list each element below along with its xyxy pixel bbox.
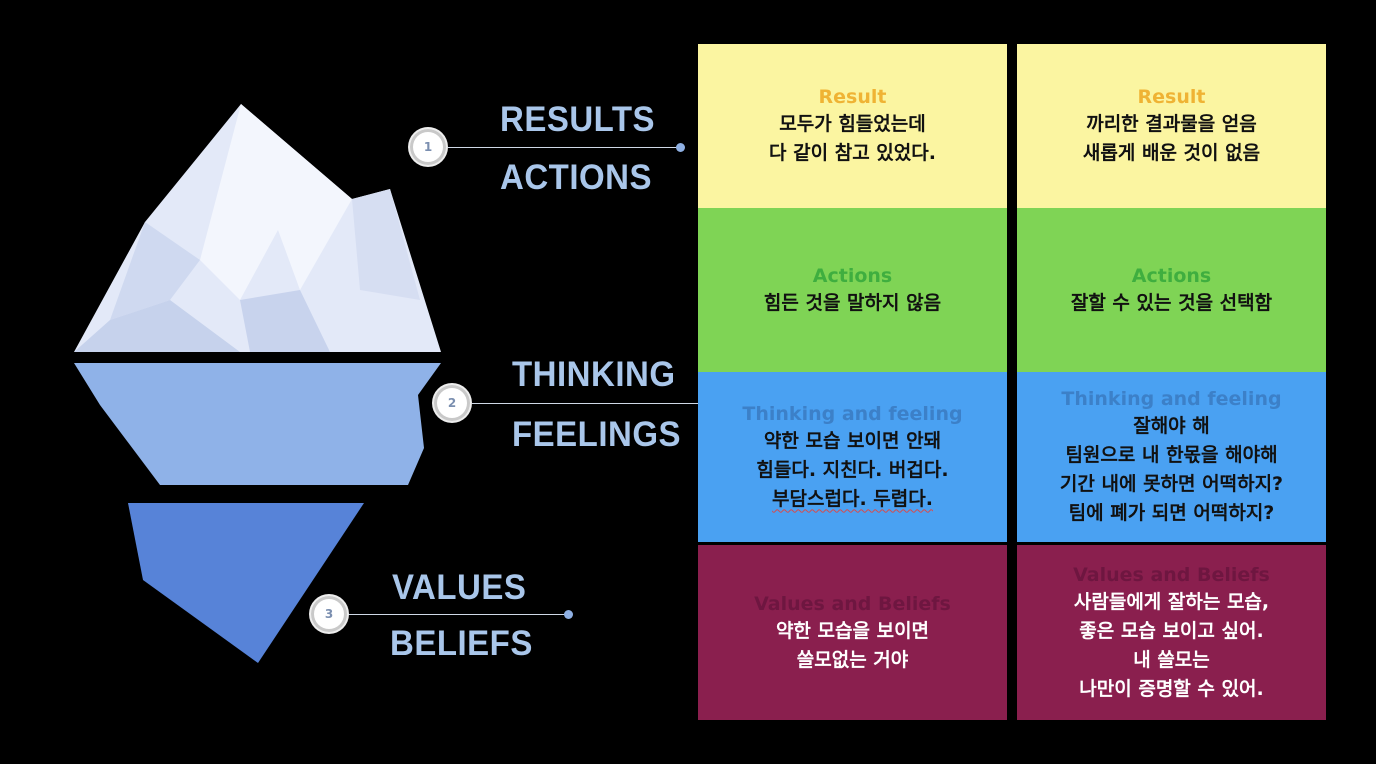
result-heading: Result	[818, 86, 887, 108]
actions-heading: Actions	[812, 264, 893, 287]
label-results: RESULTS	[500, 98, 656, 139]
connector-1	[448, 147, 680, 148]
thinking-line: 약한 모습 보이면 안돼	[763, 429, 942, 452]
values-line: 약한 모습을 보이면	[775, 619, 930, 642]
thinking-line: 팀에 폐가 되면 어떡하지?	[1068, 502, 1275, 524]
actions-cell: Actions 잘할 수 있는 것을 선택함	[1017, 208, 1326, 372]
label-feelings: FEELINGS	[512, 413, 682, 454]
result-cell: Result 모두가 힘들었는데 다 같이 참고 있었다.	[698, 44, 1007, 208]
thinking-line: 기간 내에 못하면 어떡하지?	[1059, 473, 1284, 495]
result-heading: Result	[1137, 86, 1206, 108]
result-line: 새롭게 배운 것이 없음	[1082, 142, 1261, 164]
label-thinking: THINKING	[512, 353, 676, 394]
actions-line: 힘든 것을 말하지 않음	[763, 291, 942, 314]
result-cell: Result 까리한 결과물을 얻음 새롭게 배운 것이 없음	[1017, 44, 1326, 208]
iceberg-illustration	[74, 104, 441, 663]
thinking-heading: Thinking and feeling	[1061, 388, 1282, 410]
marker-2: 2	[434, 385, 470, 421]
thinking-line: 팀원으로 내 한몫을 해야해	[1065, 444, 1278, 466]
label-actions: ACTIONS	[500, 156, 652, 197]
iceberg-bottom	[128, 503, 364, 663]
connector-3-endpoint	[564, 610, 573, 619]
result-line: 다 같이 참고 있었다.	[769, 142, 936, 164]
values-heading: Values and Beliefs	[754, 592, 951, 615]
marker-1: 1	[410, 129, 446, 165]
thinking-line: 부담스럽다. 두렵다.	[772, 487, 933, 510]
label-beliefs: BELIEFS	[390, 622, 533, 663]
values-cell: Values and Beliefs 약한 모습을 보이면 쓸모없는 거야	[698, 545, 1007, 720]
connector-3	[347, 614, 569, 615]
connector-1-endpoint	[676, 143, 685, 152]
result-line: 모두가 힘들었는데	[779, 113, 926, 135]
thinking-heading: Thinking and feeling	[742, 402, 963, 425]
actions-cell: Actions 힘든 것을 말하지 않음	[698, 208, 1007, 372]
thinking-line: 잘해야 해	[1133, 415, 1210, 437]
thinking-cell: Thinking and feeling 잘해야 해 팀원으로 내 한몫을 해야…	[1017, 372, 1326, 542]
thinking-cell: Thinking and feeling 약한 모습 보이면 안돼 힘들다. 지…	[698, 372, 1007, 542]
thinking-line: 힘들다. 지친다. 버겁다.	[756, 458, 949, 481]
iceberg-tip	[74, 104, 441, 352]
values-line: 나만이 증명할 수 있어.	[1079, 677, 1264, 700]
actions-line: 잘할 수 있는 것을 선택함	[1070, 291, 1273, 314]
values-line: 쓸모없는 거야	[796, 648, 909, 671]
values-cell: Values and Beliefs 사람들에게 잘하는 모습, 좋은 모습 보…	[1017, 545, 1326, 720]
values-heading: Values and Beliefs	[1073, 563, 1270, 586]
marker-3: 3	[311, 596, 347, 632]
iceberg-middle	[74, 363, 441, 485]
label-values: VALUES	[392, 566, 527, 607]
values-line: 내 쓸모는	[1133, 648, 1210, 671]
values-line: 사람들에게 잘하는 모습,	[1073, 590, 1270, 613]
connector-2	[472, 403, 700, 404]
values-line: 좋은 모습 보이고 싶어.	[1079, 619, 1264, 642]
actions-heading: Actions	[1131, 264, 1212, 287]
result-line: 까리한 결과물을 얻음	[1086, 113, 1257, 135]
